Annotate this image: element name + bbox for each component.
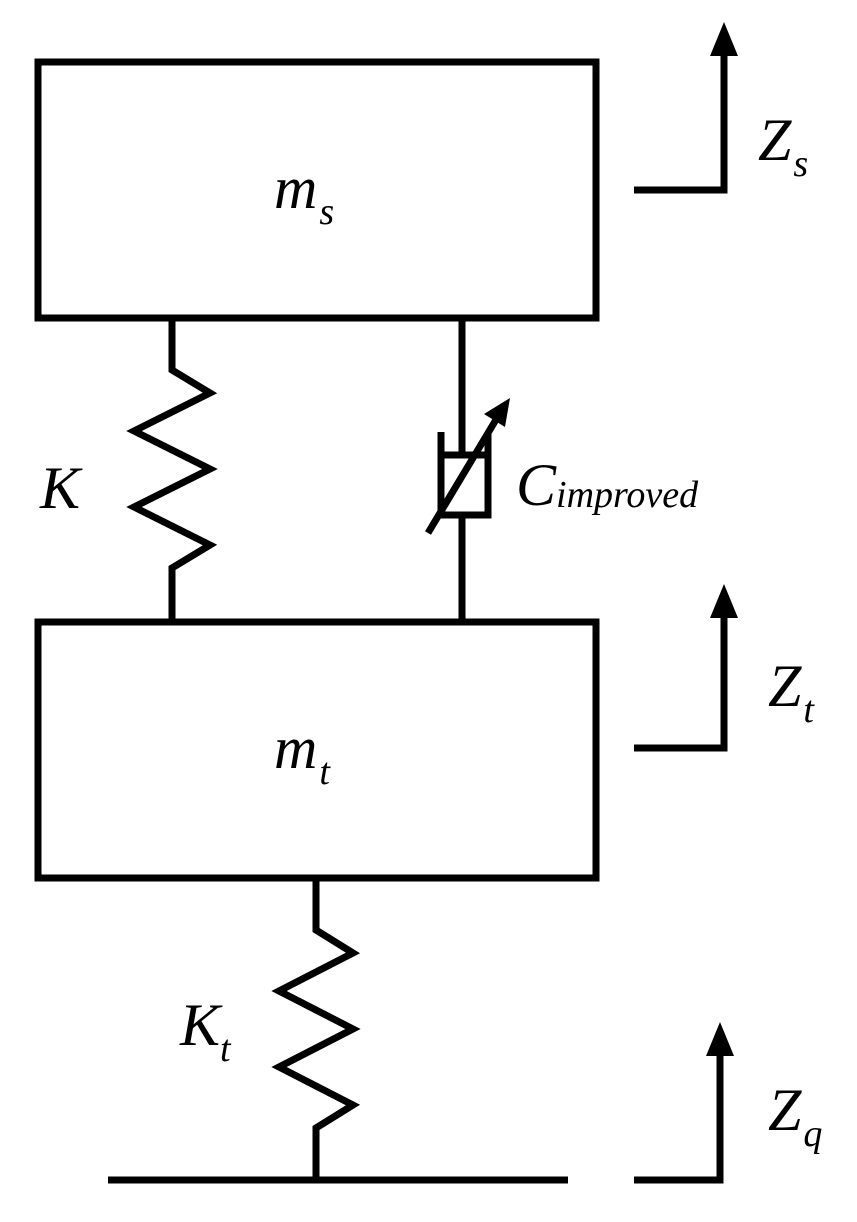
tire-spring <box>271 878 361 1180</box>
tire-spring-label: Kt <box>179 992 232 1070</box>
sprung-mass-label: ms <box>274 155 334 233</box>
sprung-displacement-label: Zs <box>758 107 808 185</box>
unsprung-mass-box <box>34 618 600 882</box>
unsprung-displacement-arrow <box>634 584 738 752</box>
variable-damper <box>424 318 510 622</box>
sprung-mass-box <box>34 58 600 322</box>
unsprung-displacement-label: Zt <box>768 653 815 731</box>
road-displacement-arrow <box>634 1022 734 1184</box>
damper-adjust-arrowhead <box>484 398 510 427</box>
suspension-spring-label: K <box>39 455 83 521</box>
unsprung-mass-label: mt <box>274 715 331 793</box>
sprung-displacement-arrow <box>634 22 738 194</box>
damper-label: Cimproved <box>516 452 699 518</box>
suspension-spring <box>126 318 218 622</box>
road-displacement-label: Zq <box>768 1077 822 1155</box>
